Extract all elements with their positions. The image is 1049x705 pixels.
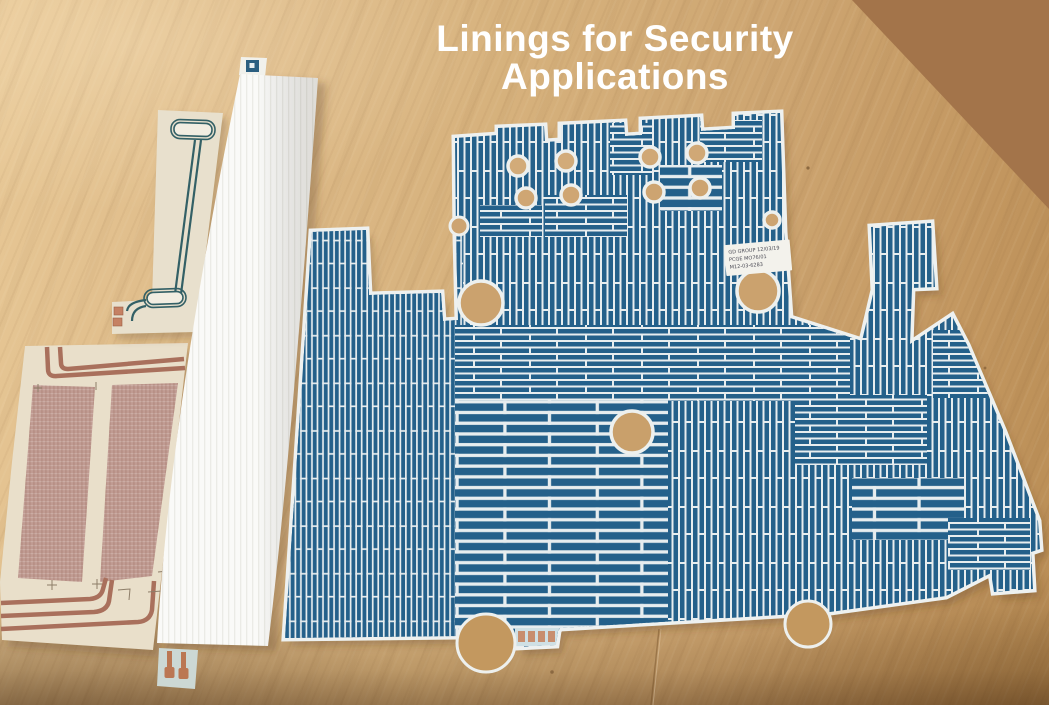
teal-traces <box>125 118 216 322</box>
blue-lining-connector-pads <box>518 631 555 642</box>
bottom-tab-copper-traces <box>164 651 189 679</box>
label-line-3: M12-03-6283 <box>729 262 763 271</box>
title-line-2: Applications <box>500 56 730 97</box>
label-line-2: PCGE MO76/01 <box>729 254 767 263</box>
corner-banner <box>852 0 1049 209</box>
blue-lining-edge-notches <box>448 215 833 674</box>
teal-lining-substrate <box>112 110 223 334</box>
table-seam <box>650 628 662 705</box>
mesh-panel-right <box>100 383 178 582</box>
white-strip-bottom-tab <box>157 648 198 689</box>
copper-mesh-lining <box>0 343 194 657</box>
title-line-1: Linings for Security <box>436 18 794 59</box>
mesh-sheen <box>18 383 178 582</box>
teal-flex-lining <box>112 110 228 340</box>
white-strip-shading <box>157 74 318 646</box>
white-cover-strip <box>157 57 326 689</box>
page-title: Linings for Security Applications <box>392 20 838 96</box>
blue-security-lining: GD GROUP 12/03/19 PCGE MO76/01 M12-03-62… <box>280 108 1046 674</box>
mesh-panel-left <box>18 385 95 582</box>
copper-border-traces <box>0 346 186 632</box>
teal-lining-pads <box>112 306 124 327</box>
top-tab-connector-slot <box>249 63 255 68</box>
label-line-1: GD GROUP 12/03/19 <box>728 245 780 255</box>
product-label: GD GROUP 12/03/19 PCGE MO76/01 M12-03-62… <box>723 239 793 276</box>
blue-lining-holes <box>457 141 782 455</box>
